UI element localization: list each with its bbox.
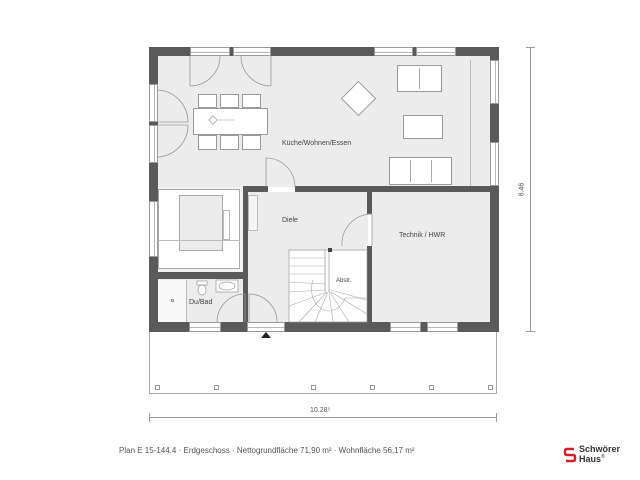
- wall-left-notch: [149, 186, 158, 201]
- wall-hall-technik-lower: [367, 246, 372, 322]
- door-swing-left-2: [157, 124, 189, 158]
- sofa-large-divider: [410, 160, 411, 182]
- kitchen-cooktop: [223, 210, 230, 240]
- door-swing-left-1: [157, 89, 189, 123]
- dimension-height-label: 8.46: [518, 182, 526, 197]
- chair: [198, 94, 217, 108]
- brand-name-haus: Haus: [579, 454, 602, 464]
- wall-top: [149, 47, 499, 56]
- window-bottom-bath: [189, 322, 221, 332]
- dimension-line-width: [149, 417, 497, 418]
- door-swing-entrance: [248, 293, 278, 323]
- room-label-kitchen-living: Küche/Wohnen/Essen: [282, 140, 352, 147]
- dimension-tick-right: [496, 413, 497, 422]
- terrace-outline: [149, 332, 497, 394]
- sofa-large-divider: [431, 160, 432, 182]
- room-label-technik: Technik / HWR: [399, 232, 446, 239]
- wall-kitchen-bath: [149, 272, 245, 279]
- sliding-door-track: [470, 60, 471, 186]
- dimension-tick-top: [526, 47, 535, 48]
- sofa-small-divider: [419, 68, 420, 89]
- window-right-2: [490, 142, 499, 186]
- terrace-post: [370, 385, 375, 390]
- window-top-4: [416, 47, 456, 56]
- wall-hall-technik: [367, 192, 372, 214]
- terrace-post: [488, 385, 493, 390]
- hall-stair-post: [328, 248, 332, 252]
- chair: [198, 135, 217, 150]
- schwoerer-logo-icon: [563, 447, 577, 463]
- chair: [242, 94, 261, 108]
- dimension-tick-bottom: [526, 331, 535, 332]
- window-right-1: [490, 60, 499, 104]
- kitchen-cabinet-line: [158, 240, 240, 241]
- window-top-1: [190, 47, 230, 56]
- terrace-post: [429, 385, 434, 390]
- window-left-2: [149, 125, 158, 163]
- room-label-storage: Abstr.: [336, 278, 352, 284]
- wall-inner-horizontal-2: [295, 186, 491, 192]
- room-label-bath: Du/Bad: [189, 299, 213, 306]
- plan-caption: Plan E 15-144.4 · Erdgeschoss · Nettogru…: [119, 446, 415, 455]
- brand-name-line1: Schwörer: [579, 444, 621, 454]
- shower-drain: [171, 299, 174, 302]
- window-bottom-technik-1: [390, 322, 421, 332]
- terrace-post: [155, 385, 160, 390]
- window-left-kitchen: [149, 201, 158, 257]
- room-label-hall: Diele: [282, 217, 298, 224]
- table-decor-icon: [208, 115, 235, 125]
- dining-table: [193, 108, 268, 135]
- door-swing-top-right: [240, 55, 272, 87]
- door-swing-top-left: [189, 55, 221, 87]
- sofa-large: [389, 157, 452, 185]
- entrance-door-opening: [247, 322, 285, 332]
- wall-kitchen-hall: [243, 186, 248, 322]
- terrace-post: [311, 385, 316, 390]
- chair: [220, 135, 239, 150]
- floor-technik: [372, 192, 491, 322]
- window-top-2: [233, 47, 271, 56]
- door-swing-hall: [265, 157, 296, 188]
- toilet-icon: [196, 280, 208, 296]
- window-top-3: [374, 47, 413, 56]
- coffee-table: [403, 115, 443, 139]
- door-swing-bath: [216, 293, 246, 323]
- wall-inner-horizontal: [243, 186, 268, 192]
- terrace-post: [214, 385, 219, 390]
- chair: [242, 135, 261, 150]
- wall-right: [490, 47, 499, 332]
- kitchen-island: [179, 195, 223, 251]
- dimension-line-height: [530, 47, 531, 332]
- chair: [220, 94, 239, 108]
- window-bottom-technik-2: [427, 322, 458, 332]
- brand-name-line2: Haus®: [579, 454, 605, 464]
- dimension-tick-left: [149, 413, 150, 422]
- staircase: [288, 249, 368, 323]
- door-swing-technik: [341, 213, 373, 247]
- entrance-arrow-icon: [261, 332, 271, 338]
- brand-logo: Schwörer Haus®: [563, 444, 640, 468]
- window-left-1: [149, 84, 158, 122]
- sink-icon: [215, 279, 239, 293]
- dimension-width-label: 10.28⁵: [310, 407, 331, 414]
- brand-registered: ®: [601, 454, 605, 460]
- wall-bottom: [149, 322, 499, 332]
- hall-wardrobe: [248, 195, 258, 231]
